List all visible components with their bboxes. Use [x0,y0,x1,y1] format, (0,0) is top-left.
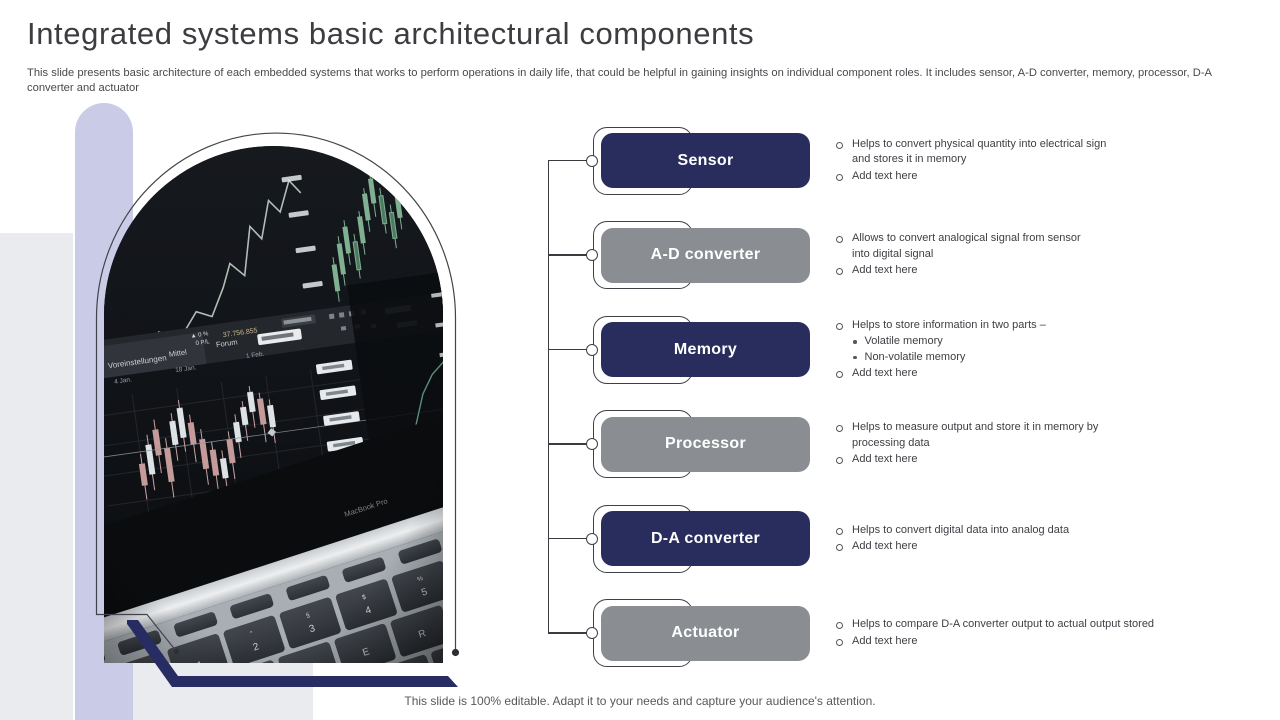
component-description-processor: Helps to measure output and store it in … [836,399,1216,489]
left-gray-panel [0,233,73,720]
sub-bullet-marker [853,355,857,359]
component-button-memory[interactable]: Memory [601,322,810,377]
component-label: Sensor [677,151,734,169]
add-text-placeholder[interactable]: Add text here [836,452,1216,468]
bullet-circle-marker [836,236,843,244]
bullet-text: Add text here [852,264,918,277]
connector-node-a-d-converter [586,249,598,261]
slide-description: This slide presents basic architecture o… [27,67,1212,94]
bullet-circle-marker [836,457,843,465]
bullet-circle-marker [836,425,843,433]
component-description-memory: Helps to store information in two parts … [836,305,1216,395]
component-label: Processor [665,435,746,452]
connector-branch-processor [548,443,588,445]
bullet-text: Add text here [852,367,918,379]
bullet-item: Helps to convert physical quantity into … [836,137,1216,168]
bullet-circle-marker [836,638,843,646]
connector-branch-a-d-converter [548,254,588,256]
component-description-actuator: Helps to compare D-A converter output to… [836,588,1216,678]
bullet-circle-marker [836,173,843,181]
add-text-placeholder[interactable]: Add text here [836,539,1216,555]
connector-branch-d-a-converter [548,537,588,540]
bullet-circle-marker [836,622,843,629]
component-button-processor[interactable]: Processor [601,416,810,472]
bullet-item: Helps to measure output and store it in … [836,420,1216,451]
sub-bullet-item: Non-volatile memory [853,350,1216,366]
component-description-a-d-converter: Allows to convert analogical signal from… [836,210,1216,300]
add-text-placeholder[interactable]: Add text here [836,263,1216,279]
connector-node-d-a-converter [586,532,598,545]
footer-note: This slide is 100% editable. Adapt it to… [404,694,876,708]
sub-bullet-item: Volatile memory [853,334,1216,350]
bullet-text: Add text here [852,634,918,647]
connector-branch-actuator [548,632,588,634]
component-label: D-A converter [650,529,761,547]
sub-bullet-text: Non-volatile memory [864,350,966,363]
bullet-circle-marker [836,371,843,378]
add-text-placeholder[interactable]: Add text here [836,634,1216,650]
bullet-circle-marker [836,268,843,276]
connector-spine [548,160,550,633]
connector-branch-memory [548,348,588,351]
bullet-text: Helps to compare D-A converter output to… [852,618,1155,630]
bullet-text: Add text here [852,453,918,466]
connector-node-sensor [586,154,598,167]
connector-node-actuator [586,627,598,639]
component-button-sensor[interactable]: Sensor [601,133,810,188]
connector-branch-sensor [548,159,588,162]
connector-node-memory [586,343,598,356]
component-description-sensor: Helps to convert physical quantity into … [836,116,1216,206]
bullet-text: Helps to store information in two parts … [852,318,1046,331]
bullet-item: Allows to convert analogical signal from… [836,231,1216,262]
bullet-circle-marker [836,544,843,551]
sub-bullet-text: Volatile memory [864,335,943,347]
add-text-placeholder[interactable]: Add text here [836,366,1216,382]
bullet-circle-marker [836,527,843,535]
page-title: Integrated systems basic architectural c… [27,16,755,51]
bullet-item: Helps to convert digital data into analo… [836,523,1216,539]
component-label: A-D converter [650,246,761,263]
bullet-text: Add text here [852,169,918,182]
component-button-d-a-converter[interactable]: D-A converter [601,511,810,566]
bullet-text: Helps to convert digital data into analo… [852,523,1070,536]
bullet-circle-marker [836,141,843,149]
component-description-d-a-converter: Helps to convert digital data into analo… [836,494,1216,584]
component-label: Actuator [671,624,740,641]
component-button-a-d-converter[interactable]: A-D converter [601,227,810,283]
bullet-text: Allows to convert analogical signal from… [852,232,1081,260]
bullet-item: Helps to compare D-A converter output to… [836,617,1216,633]
bullet-circle-marker [836,322,843,330]
component-button-actuator[interactable]: Actuator [601,605,810,661]
component-label: Memory [673,340,738,358]
bullet-text: Helps to measure output and store it in … [852,421,1099,449]
sub-bullet-marker [853,340,857,344]
bullet-item: Helps to store information in two parts … [836,318,1216,334]
bullet-text: Helps to convert physical quantity into … [852,137,1107,166]
connector-node-processor [586,438,598,450]
add-text-placeholder[interactable]: Add text here [836,169,1216,185]
bullet-text: Add text here [852,540,918,552]
